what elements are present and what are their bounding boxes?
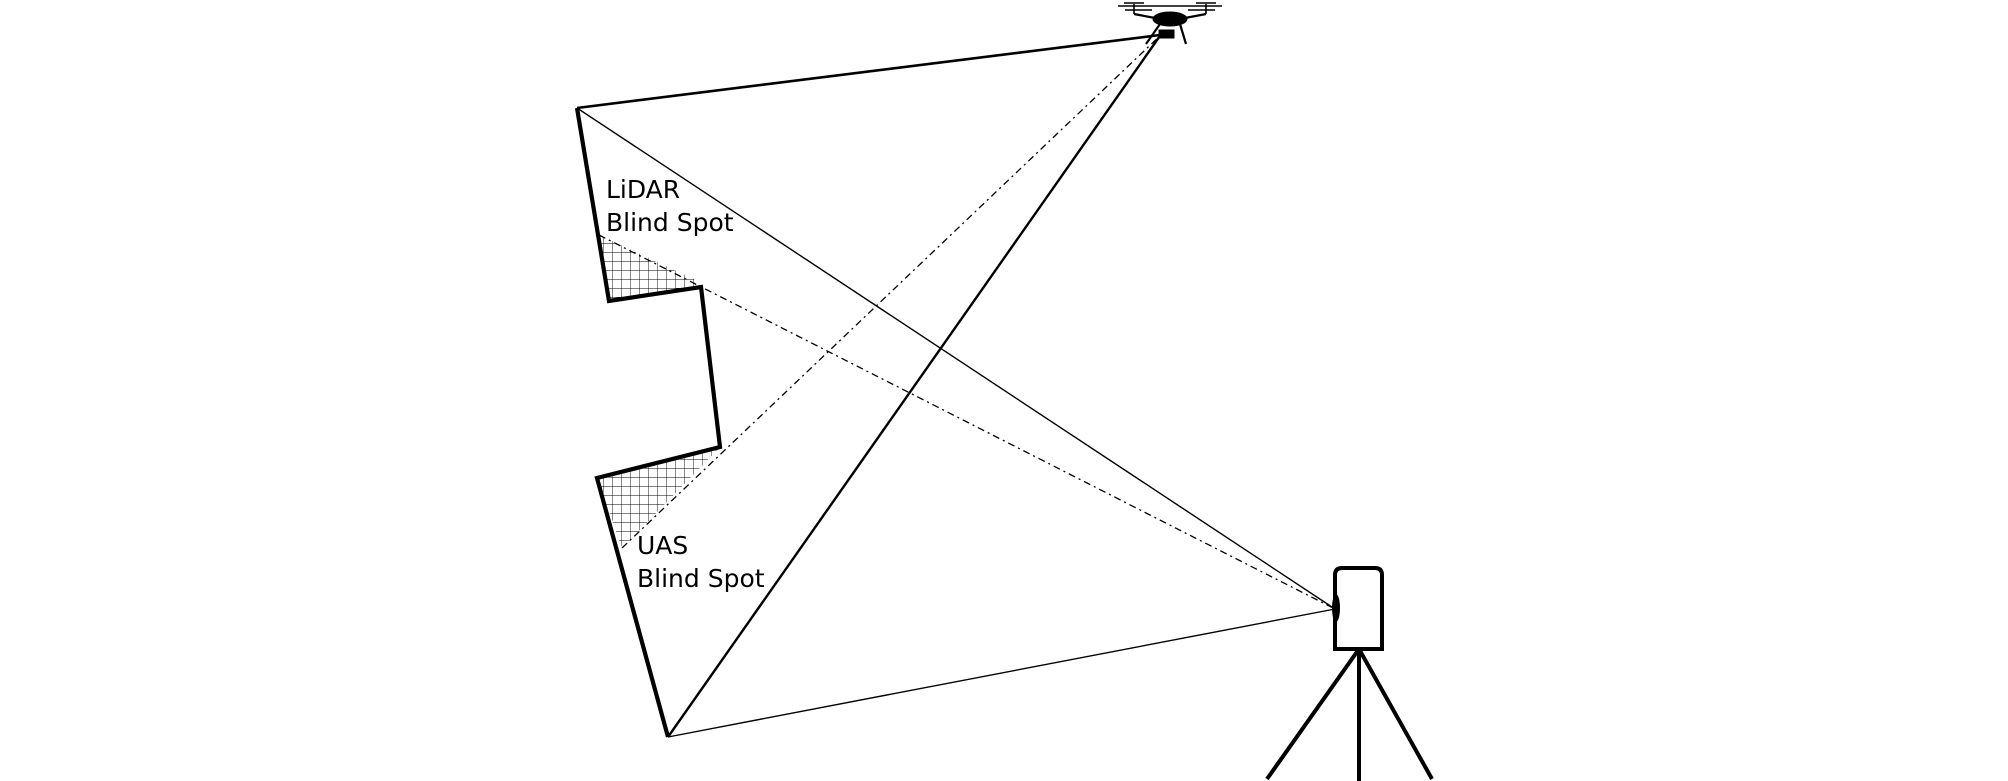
lidar-dash-dot-sightline xyxy=(598,234,1336,610)
drone-to-wall-top-line xyxy=(576,33,1161,110)
lidar-to-wall-bottom-line xyxy=(667,608,1336,738)
lidar-scanner-icon xyxy=(1265,566,1434,781)
uas-label-line-1: UAS xyxy=(637,531,688,560)
sight-lines xyxy=(576,31,1336,738)
lidar-label-line-2: Blind Spot xyxy=(606,208,734,237)
uas-blind-spot-label: UAS Blind Spot xyxy=(637,531,765,593)
drone-icon xyxy=(1118,2,1222,45)
uas-label-line-2: Blind Spot xyxy=(637,564,765,593)
lidar-blind-spot-area xyxy=(599,235,701,301)
lidar-blind-spot-label: LiDAR Blind Spot xyxy=(606,175,734,237)
building-wall xyxy=(574,107,723,738)
lidar-to-wall-top-line xyxy=(576,107,1336,610)
lidar-label-line-1: LiDAR xyxy=(606,175,680,204)
drone-to-wall-bottom-line xyxy=(667,32,1163,738)
drone-dash-dot-sightline xyxy=(621,31,1165,549)
